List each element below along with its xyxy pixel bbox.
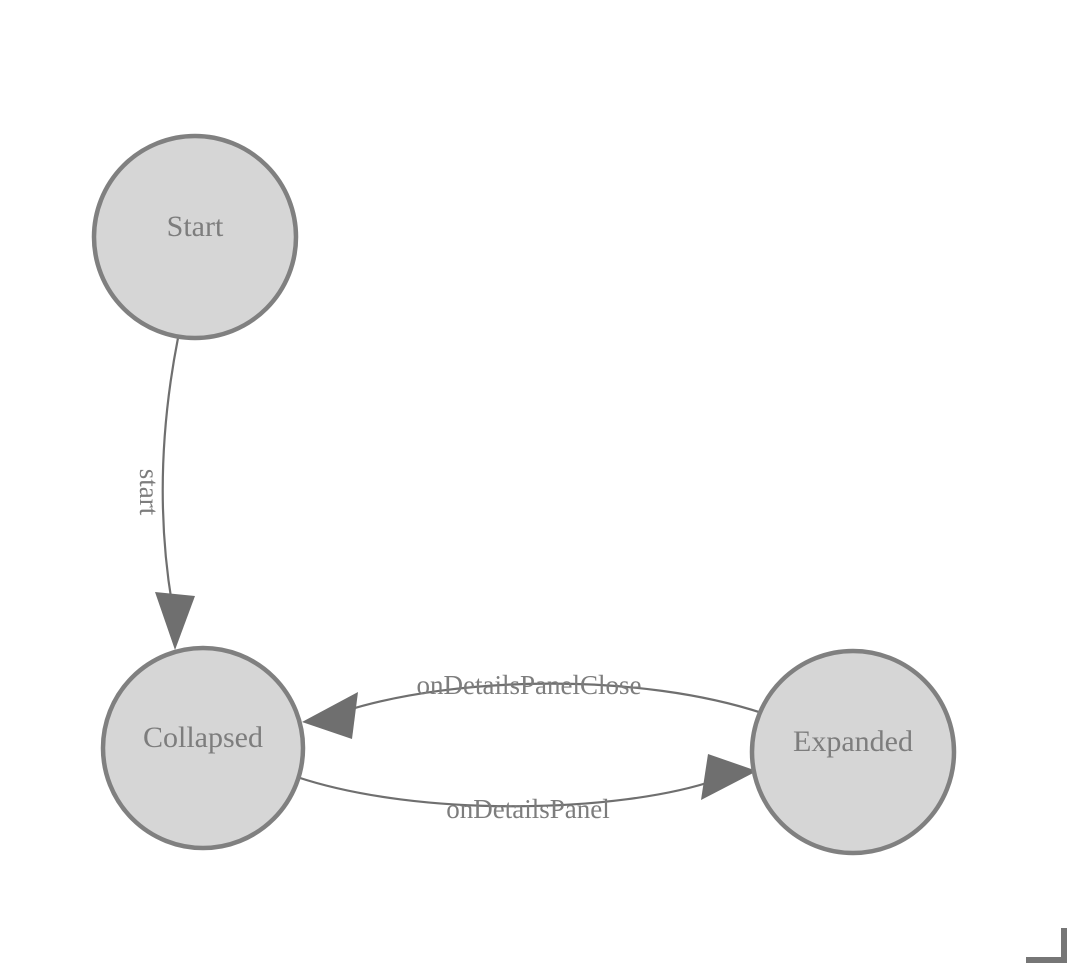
resize-corner-bracket-icon[interactable]	[1026, 928, 1067, 963]
state-node-collapsed-circle	[100, 645, 306, 851]
arrowhead-into-collapsed-from-start	[155, 592, 195, 650]
state-node-collapsed[interactable]: Collapsed	[100, 645, 306, 851]
arrowhead-into-collapsed-from-expanded	[302, 692, 358, 739]
edge-path-collapsed-to-expanded	[296, 775, 717, 808]
state-node-start-label: Start	[167, 210, 224, 243]
state-node-start[interactable]: Start	[91, 133, 299, 341]
state-node-expanded[interactable]: Expanded	[749, 648, 957, 856]
edge-path-expanded-to-collapsed	[344, 682, 766, 716]
edge-path-start-to-collapsed	[161, 337, 180, 605]
edge-label-on-details-panel-close: onDetailsPanelClose	[417, 670, 642, 700]
edge-start-to-collapsed[interactable]	[155, 337, 195, 650]
edge-label-on-details-panel: onDetailsPanel	[446, 794, 609, 824]
state-node-collapsed-label: Collapsed	[143, 721, 263, 754]
state-node-expanded-label: Expanded	[793, 725, 913, 758]
edge-label-start: start	[134, 469, 164, 516]
edge-collapsed-to-expanded[interactable]	[296, 754, 757, 808]
state-node-expanded-circle	[749, 648, 957, 856]
edge-expanded-to-collapsed[interactable]	[302, 682, 766, 739]
arrowhead-into-expanded-from-collapsed	[701, 754, 757, 800]
state-node-start-circle	[91, 133, 299, 341]
